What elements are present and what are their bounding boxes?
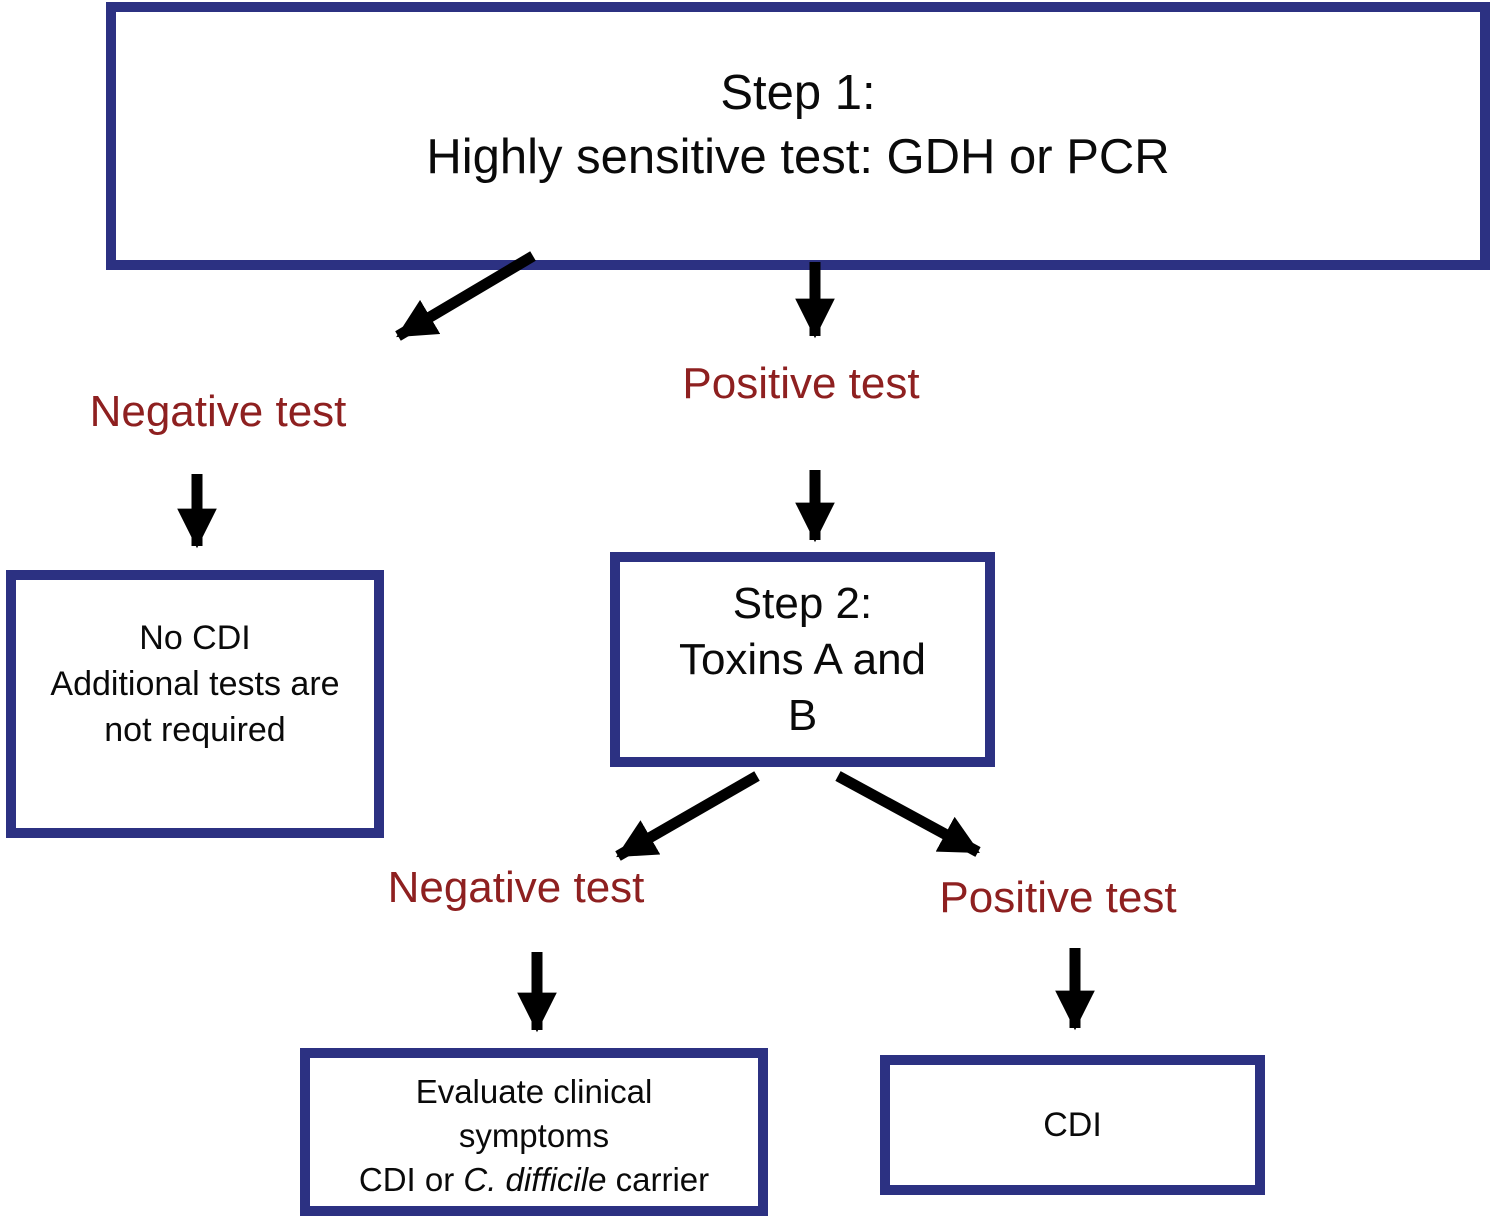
no-cdi-line-2: Additional tests are bbox=[50, 665, 340, 703]
cdi-label: CDI bbox=[1043, 1106, 1102, 1144]
evaluate-line-3: CDI or C. difficile carrier bbox=[359, 1158, 709, 1202]
evaluate-line-3-prefix: CDI or bbox=[358, 1161, 464, 1198]
step2-line-3: B bbox=[787, 690, 818, 740]
step1-line-1: Step 1: bbox=[720, 66, 876, 120]
no-cdi-line-1: No CDI bbox=[139, 619, 251, 657]
negative-test-1-label: Negative test bbox=[89, 387, 347, 436]
step1-line-2: Highly sensitive test: GDH or PCR bbox=[426, 130, 1170, 184]
no-cdi-line-3: not required bbox=[104, 711, 286, 749]
arrow-step2-to-negative-2 bbox=[615, 771, 760, 861]
arrow-step2-to-positive-2 bbox=[835, 771, 981, 857]
evaluate-box: Evaluate clinical symptoms CDI or C. dif… bbox=[300, 1048, 768, 1216]
evaluate-line-3-suffix: carrier bbox=[606, 1161, 710, 1198]
step2-box: Step 2: Toxins A and B bbox=[610, 552, 995, 767]
cdi-box: CDI bbox=[880, 1055, 1265, 1195]
step2-line-1: Step 2: bbox=[732, 578, 873, 628]
evaluate-line-1: Evaluate clinical bbox=[415, 1073, 653, 1110]
negative-test-2-label: Negative test bbox=[387, 863, 645, 912]
step2-line-2: Toxins A and bbox=[678, 634, 927, 684]
no-cdi-box: No CDI Additional tests are not required bbox=[6, 570, 384, 838]
positive-test-1-label: Positive test bbox=[682, 359, 920, 408]
evaluate-line-3-italic: C. difficile bbox=[463, 1161, 607, 1198]
evaluate-line-2: symptoms bbox=[458, 1117, 610, 1154]
positive-test-2-label: Positive test bbox=[939, 873, 1177, 922]
step1-box: Step 1: Highly sensitive test: GDH or PC… bbox=[106, 2, 1490, 270]
